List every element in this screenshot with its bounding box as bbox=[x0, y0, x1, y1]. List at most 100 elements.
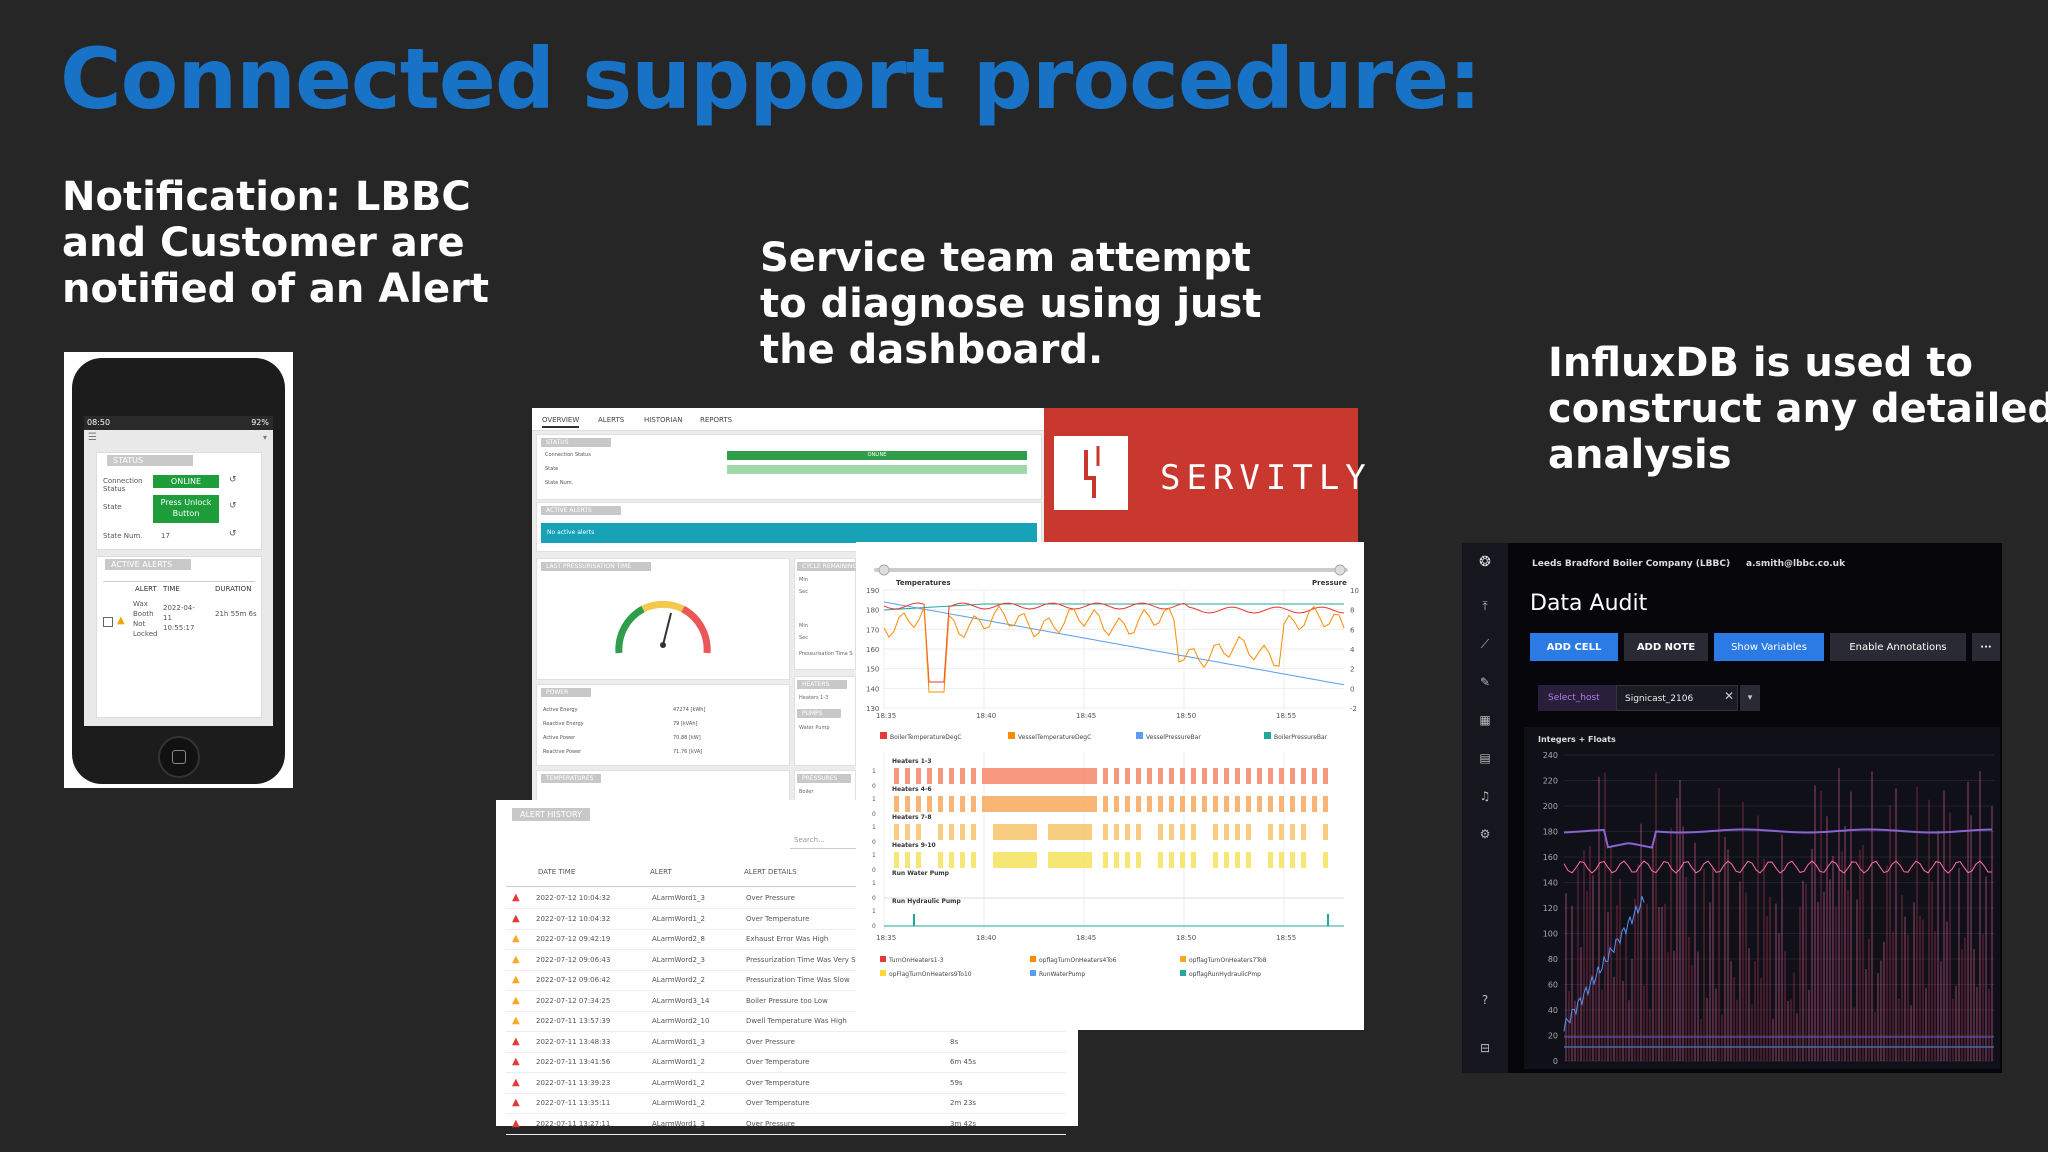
tab-alerts[interactable]: ALERTS bbox=[598, 416, 625, 424]
legend-swatch bbox=[1136, 732, 1143, 739]
enable-annotations-toggle[interactable]: Enable Annotations bbox=[1830, 633, 1966, 661]
cell-date: 2022-07-12 10:04:32 bbox=[536, 894, 611, 902]
y-tick-label: 0 bbox=[1553, 1057, 1558, 1066]
active-alerts-header: ACTIVE ALERTS bbox=[105, 559, 191, 570]
more-button[interactable]: ··· bbox=[1972, 633, 2000, 661]
tab-historian[interactable]: HISTORIAN bbox=[644, 416, 683, 424]
y-tick-label: 80 bbox=[1548, 955, 1558, 964]
history-icon[interactable]: ↺ bbox=[229, 501, 237, 511]
conn-bar: ONLINE bbox=[727, 451, 1027, 460]
on-segment bbox=[1202, 768, 1207, 784]
influx-logo-icon[interactable]: ❂ bbox=[1479, 554, 1491, 570]
chevron-down-icon[interactable]: ▾ bbox=[1740, 685, 1760, 711]
on-segment bbox=[1246, 796, 1251, 812]
power-label: Active Energy bbox=[543, 707, 578, 713]
y-tick-label: 0 bbox=[872, 895, 876, 902]
bell-icon[interactable]: ♫ bbox=[1479, 789, 1491, 803]
on-segment bbox=[1158, 768, 1163, 784]
search-input[interactable]: Search... bbox=[790, 832, 864, 849]
on-segment bbox=[1323, 768, 1328, 784]
chevron-down-icon[interactable]: ▾ bbox=[262, 433, 267, 442]
user-selector[interactable]: a.smith@lbbc.co.uk bbox=[1746, 559, 1846, 569]
tab-overview[interactable]: OVERVIEW bbox=[542, 416, 580, 428]
add-cell-button[interactable]: ADD CELL bbox=[1530, 633, 1618, 661]
on-segment bbox=[1092, 796, 1097, 812]
on-segment bbox=[1213, 852, 1218, 868]
power-label: Reactive Power bbox=[543, 749, 582, 755]
on-segment bbox=[949, 796, 954, 812]
x-tick-label: 18:35 bbox=[876, 934, 896, 942]
warning-icon: ▲ bbox=[512, 974, 520, 985]
calendar-icon[interactable]: ▤ bbox=[1479, 751, 1491, 765]
menu-icon[interactable]: ☰ bbox=[88, 432, 97, 443]
history-icon[interactable]: ↺ bbox=[229, 475, 237, 485]
x-tick-label: 18:50 bbox=[1176, 712, 1196, 720]
on-segment bbox=[1268, 796, 1273, 812]
power-value: 70.88 [kW] bbox=[673, 735, 701, 741]
help-icon[interactable]: ? bbox=[1481, 993, 1489, 1007]
slider-handle bbox=[1334, 564, 1346, 576]
show-variables-toggle[interactable]: Show Variables bbox=[1714, 633, 1824, 661]
add-note-button[interactable]: ADD NOTE bbox=[1624, 633, 1708, 661]
on-segment bbox=[1235, 796, 1240, 812]
on-segment bbox=[905, 768, 910, 784]
select-host-value[interactable]: Signicast_2106 bbox=[1616, 685, 1738, 711]
dashboard-icon[interactable]: ▦ bbox=[1479, 713, 1491, 727]
cell-alert: ALarmWord1_3 bbox=[652, 1037, 705, 1046]
series-line bbox=[883, 605, 1345, 693]
history-icon[interactable]: ↺ bbox=[229, 529, 237, 539]
state-badge: Press Unlock Button bbox=[153, 495, 219, 523]
row-label: Heaters 1-3 bbox=[892, 758, 932, 765]
tab-reports[interactable]: REPORTS bbox=[700, 416, 733, 424]
legend-label: opflagTurnOnHeaters4To6 bbox=[1039, 957, 1117, 964]
row-label: Run Hydraulic Pump bbox=[892, 898, 961, 905]
pumps-row: Water Pump bbox=[799, 725, 830, 731]
on-segment bbox=[1004, 852, 1015, 868]
collapse-icon[interactable]: ⊟ bbox=[1479, 1041, 1491, 1055]
chart-icon[interactable]: ⟋ bbox=[1480, 637, 1490, 651]
close-icon[interactable]: ✕ bbox=[1724, 689, 1735, 703]
gear-icon[interactable]: ⚙ bbox=[1479, 827, 1491, 841]
on-segment bbox=[1037, 796, 1048, 812]
on-segment bbox=[1235, 852, 1240, 868]
on-segment bbox=[1224, 824, 1229, 840]
on-segment bbox=[938, 852, 943, 868]
org-selector[interactable]: Leeds Bradford Boiler Company (LBBC) bbox=[1532, 559, 1731, 569]
cycle-panel: CYCLE REMAINING Min Sec Min Sec Pressuri… bbox=[794, 558, 857, 670]
alert-checkbox[interactable] bbox=[103, 617, 113, 627]
on-segment bbox=[993, 824, 1004, 840]
pumps-chip: PUMPS bbox=[797, 709, 841, 718]
status-header: STATUS bbox=[107, 455, 193, 466]
cell-details: Exhaust Error Was High bbox=[746, 935, 829, 943]
home-button[interactable] bbox=[158, 736, 200, 778]
cell-details: Pressurization Time Was Very S bbox=[746, 955, 856, 964]
legend-label: opflagTurnOnHeaters7To8 bbox=[1189, 957, 1267, 964]
on-segment bbox=[1180, 768, 1185, 784]
cell-details: Over Temperature bbox=[746, 1078, 810, 1087]
legend-swatch bbox=[1180, 956, 1186, 962]
on-segment bbox=[1202, 796, 1207, 812]
y-tick-label: 160 bbox=[866, 646, 879, 654]
power-label: Reactive Energy bbox=[543, 721, 584, 727]
on-segment bbox=[1312, 796, 1317, 812]
active-alerts-chip: ACTIVE ALERTS bbox=[541, 506, 621, 515]
cell-duration: 6m 45s bbox=[950, 1058, 977, 1066]
pencil-icon[interactable]: ✎ bbox=[1479, 675, 1491, 689]
on-segment bbox=[1070, 852, 1081, 868]
cell-duration: 59s bbox=[950, 1078, 963, 1087]
upload-icon[interactable]: ⤒ bbox=[1482, 599, 1488, 613]
cell-duration: 2m 23s bbox=[950, 1099, 977, 1107]
cycle-chip: CYCLE REMAINING bbox=[797, 562, 857, 571]
